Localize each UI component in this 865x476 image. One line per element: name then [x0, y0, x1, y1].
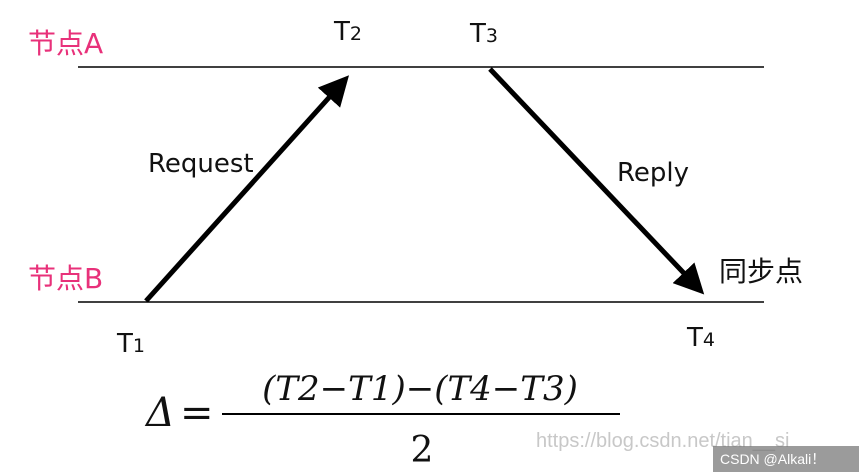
timestamp-t1-label: T1 — [116, 329, 145, 359]
node-b-label: 节点B — [28, 262, 103, 295]
node-a-label: 节点A — [28, 27, 103, 60]
sync-point-label: 同步点 — [719, 255, 803, 288]
watermark-credit: CSDN @Alkali！ — [720, 451, 825, 467]
formula-equals: = — [180, 390, 214, 436]
reply-label: Reply — [617, 158, 689, 188]
request-arrow — [144, 75, 350, 303]
formula-numerator: (T2−T1)−(T4−T3) — [262, 369, 578, 409]
timestamp-t4-label: T4 — [686, 323, 715, 353]
reply-arrow — [488, 67, 705, 295]
timestamp-t3-label: T3 — [469, 19, 498, 49]
request-label: Request — [148, 149, 254, 179]
credit-badge — [713, 446, 859, 472]
formula-delta: Δ — [144, 390, 175, 436]
timestamp-t2-label: T2 — [333, 17, 362, 47]
formula-denominator: 2 — [411, 430, 434, 471]
